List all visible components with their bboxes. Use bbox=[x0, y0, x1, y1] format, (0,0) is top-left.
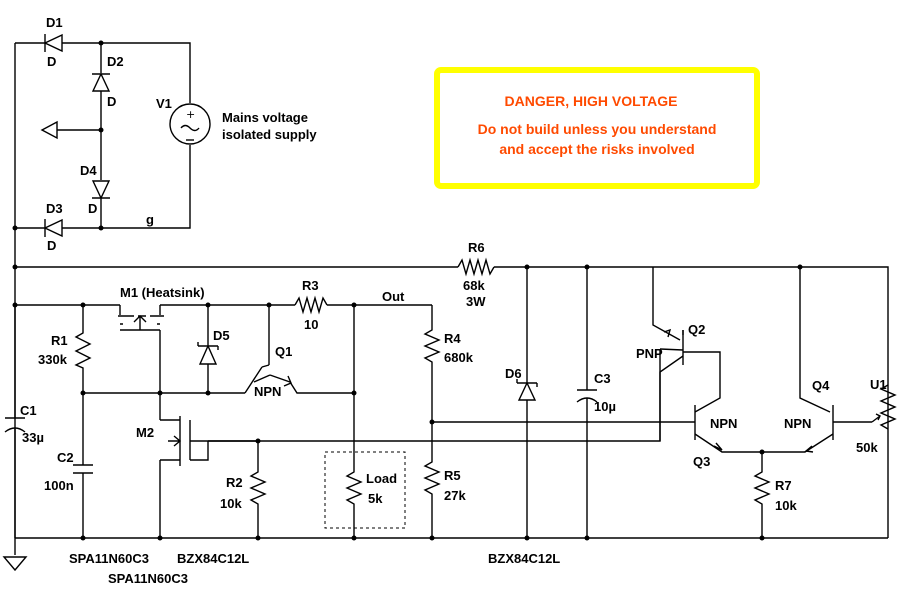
junction-dots bbox=[12, 40, 803, 541]
label-q4-type: NPN bbox=[784, 416, 811, 431]
label-q2: Q2 bbox=[688, 322, 705, 337]
label-g: g bbox=[146, 212, 154, 227]
component-labels: D1 D D2 D D4 D D3 D V1 Mains voltage iso… bbox=[20, 15, 887, 586]
label-d2: D2 bbox=[107, 54, 124, 69]
warning-box: DANGER, HIGH VOLTAGE Do not build unless… bbox=[434, 67, 760, 189]
label-r4-val: 680k bbox=[444, 350, 474, 365]
label-d1-model: D bbox=[47, 54, 56, 69]
ground-icon bbox=[2, 556, 28, 572]
label-m1-model: SPA11N60C3 bbox=[69, 551, 149, 566]
label-q2-type: PNP bbox=[636, 346, 663, 361]
label-v1: V1 bbox=[156, 96, 172, 111]
label-out: Out bbox=[382, 289, 405, 304]
label-c1: C1 bbox=[20, 403, 37, 418]
resistor-load bbox=[324, 305, 406, 538]
capacitor-c1 bbox=[4, 305, 26, 538]
capacitor-c2 bbox=[73, 393, 93, 538]
label-q1: Q1 bbox=[275, 344, 292, 359]
warning-line2: and accept the risks involved bbox=[499, 141, 694, 157]
label-d2-model: D bbox=[107, 94, 116, 109]
label-c1-val: 33µ bbox=[22, 430, 44, 445]
label-r6: R6 bbox=[468, 240, 485, 255]
label-r1-val: 330k bbox=[38, 352, 68, 367]
label-r6-pow: 3W bbox=[466, 294, 486, 309]
warning-line1: Do not build unless you understand bbox=[478, 121, 717, 137]
label-m2-model: SPA11N60C3 bbox=[108, 571, 188, 586]
resistor-r6 bbox=[457, 257, 495, 277]
label-m1: M1 (Heatsink) bbox=[120, 285, 205, 300]
resistor-r3 bbox=[294, 295, 328, 315]
label-d5-model: BZX84C12L bbox=[177, 551, 249, 566]
resistor-r2 bbox=[249, 441, 267, 538]
label-r3-val: 10 bbox=[304, 317, 318, 332]
label-d4: D4 bbox=[80, 163, 97, 178]
label-r1: R1 bbox=[51, 333, 68, 348]
label-c2-val: 100n bbox=[44, 478, 74, 493]
resistor-r7 bbox=[753, 452, 771, 538]
label-d3: D3 bbox=[46, 201, 63, 216]
label-r2-val: 10k bbox=[220, 496, 242, 511]
label-c3: C3 bbox=[594, 371, 611, 386]
label-q3: Q3 bbox=[693, 454, 710, 469]
zener-d5 bbox=[197, 305, 219, 393]
label-r7: R7 bbox=[775, 478, 792, 493]
label-m2: M2 bbox=[136, 425, 154, 440]
label-r7-val: 10k bbox=[775, 498, 797, 513]
label-load-val: 5k bbox=[368, 491, 383, 506]
transistor-q4 bbox=[762, 267, 872, 453]
transistor-q3 bbox=[432, 392, 762, 453]
label-r5: R5 bbox=[444, 468, 461, 483]
label-load: Load bbox=[366, 471, 397, 486]
label-c3-val: 10µ bbox=[594, 399, 616, 414]
diode-d2 bbox=[91, 72, 111, 92]
label-u1-val: 50k bbox=[856, 440, 878, 455]
diode-d4 bbox=[91, 180, 111, 200]
label-r5-val: 27k bbox=[444, 488, 466, 503]
transistor-q2 bbox=[652, 267, 721, 441]
main-rails bbox=[14, 266, 889, 555]
label-r6-val: 68k bbox=[463, 278, 485, 293]
label-r3: R3 bbox=[302, 278, 319, 293]
label-d6-model: BZX84C12L bbox=[488, 551, 560, 566]
diode-d3 bbox=[43, 218, 63, 238]
label-r2: R2 bbox=[226, 475, 243, 490]
label-v1-desc2: isolated supply bbox=[222, 127, 317, 142]
resistor-r1 bbox=[74, 305, 92, 393]
diode-d1 bbox=[43, 33, 63, 53]
warning-title: DANGER, HIGH VOLTAGE bbox=[505, 93, 678, 109]
resistor-r4 bbox=[423, 305, 441, 422]
label-d5: D5 bbox=[213, 328, 230, 343]
label-d6: D6 bbox=[505, 366, 522, 381]
label-q3-type: NPN bbox=[710, 416, 737, 431]
resistor-r5 bbox=[423, 422, 441, 538]
label-d1: D1 bbox=[46, 15, 63, 30]
zener-d6 bbox=[516, 267, 538, 538]
label-v1-desc1: Mains voltage bbox=[222, 110, 308, 125]
svg-text:+: + bbox=[186, 108, 195, 121]
label-q1-type: NPN bbox=[254, 384, 281, 399]
label-r4: R4 bbox=[444, 331, 461, 346]
voltage-source-v1: + bbox=[169, 103, 211, 145]
label-c2: C2 bbox=[57, 450, 74, 465]
mosfet-m1 bbox=[118, 305, 164, 420]
label-d3-model: D bbox=[47, 238, 56, 253]
label-d4-model: D bbox=[88, 201, 97, 216]
transistor-q1 bbox=[244, 364, 354, 394]
label-q4: Q4 bbox=[812, 378, 830, 393]
label-u1: U1 bbox=[870, 377, 887, 392]
ground-arrow-icon bbox=[40, 120, 58, 140]
potentiometer-u1 bbox=[871, 384, 897, 430]
